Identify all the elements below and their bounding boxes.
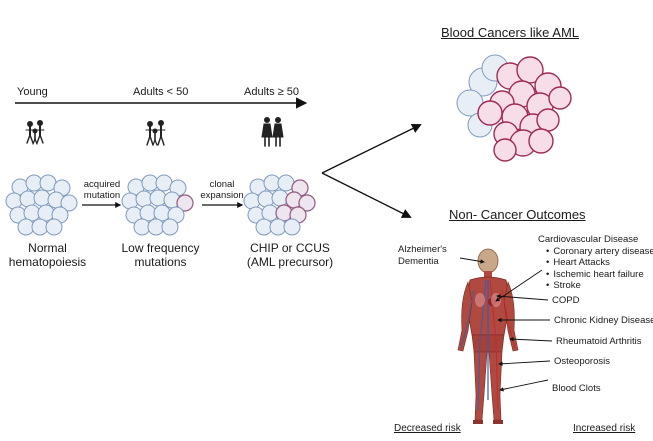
stage-label-line: CHIP or CCUS bbox=[250, 241, 330, 255]
stage-label-line: (AML precursor) bbox=[246, 255, 334, 269]
mutant-cell bbox=[477, 100, 503, 126]
timeline-label-adults-50-plus: Adults ≥ 50 bbox=[244, 86, 299, 98]
timeline-label-young: Young bbox=[17, 86, 48, 98]
mutant-cell bbox=[493, 138, 517, 162]
outcome-blood-clots: Blood Clots bbox=[552, 383, 601, 394]
couple-icon-adults-50-plus bbox=[261, 117, 284, 147]
outcome-cardiovascular: Cardiovascular Disease Coronary artery d… bbox=[538, 234, 653, 292]
outcome-osteoporosis: Osteoporosis bbox=[554, 356, 610, 367]
aml-cell-cluster bbox=[456, 54, 572, 162]
blood-cancers-heading: Blood Cancers like AML bbox=[441, 25, 580, 40]
outcome-copd: COPD bbox=[552, 295, 580, 306]
decreased-risk-label: Decreased risk bbox=[394, 423, 461, 434]
cardio-item: Coronary artery disease bbox=[546, 246, 653, 258]
family-icon-adults-under-50 bbox=[145, 120, 166, 146]
cardio-item: Ischemic heart failure bbox=[546, 269, 653, 281]
normal-cell bbox=[33, 189, 51, 207]
normal-cell bbox=[161, 218, 179, 236]
transition-label-line: clonal bbox=[209, 179, 235, 190]
mutant-cell bbox=[298, 194, 316, 212]
stage-label-line: hematopoiesis bbox=[8, 255, 87, 269]
mutant-cell bbox=[528, 128, 554, 154]
transition-label-line: expansion bbox=[200, 190, 244, 201]
cardio-item: Heart Attacks bbox=[546, 257, 653, 269]
non-cancer-outcomes-heading: Non- Cancer Outcomes bbox=[449, 207, 586, 222]
outcome-line: Dementia bbox=[398, 255, 439, 267]
outcome-ckd: Chronic Kidney Disease bbox=[554, 315, 653, 326]
transition-label-clonal-expansion: clonal expansion bbox=[196, 179, 248, 201]
arrow-to-non-cancer-outcomes bbox=[321, 172, 412, 218]
cardio-title: Cardiovascular Disease bbox=[538, 234, 639, 245]
cardio-list: Coronary artery disease Heart Attacks Is… bbox=[538, 246, 653, 292]
normal-hematopoiesis-cells bbox=[5, 174, 78, 236]
increased-risk-label: Increased risk bbox=[573, 423, 636, 434]
outcome-rheumatoid-arthritis: Rheumatoid Arthritis bbox=[556, 336, 642, 347]
normal-cell bbox=[60, 194, 78, 212]
stage-label-line: Normal bbox=[28, 241, 67, 255]
outcome-alzheimers: Alzheimer's Dementia bbox=[398, 244, 447, 267]
timeline-label-adults-under-50: Adults < 50 bbox=[133, 86, 189, 98]
cardio-item: Stroke bbox=[546, 280, 653, 292]
normal-cell bbox=[283, 218, 301, 236]
normal-cell bbox=[5, 192, 23, 210]
transition-label-line: acquired bbox=[83, 179, 121, 190]
normal-cell bbox=[149, 189, 167, 207]
stage-label-line: mutations bbox=[134, 255, 187, 269]
mutant-cell bbox=[536, 108, 560, 132]
human-body-figure bbox=[457, 248, 519, 424]
normal-cell bbox=[45, 218, 63, 236]
stage-label-low-frequency: Low frequency mutations bbox=[113, 241, 208, 269]
stage-label-normal: Normal hematopoiesis bbox=[5, 241, 90, 269]
arrow-to-blood-cancers bbox=[321, 124, 422, 174]
transition-label-line: mutation bbox=[83, 190, 121, 201]
stage-label-line: Low frequency bbox=[121, 241, 200, 255]
transition-label-acquired-mutation: acquired mutation bbox=[78, 179, 126, 201]
outcome-line: Alzheimer's bbox=[398, 244, 447, 255]
stage-label-chip: CHIP or CCUS (AML precursor) bbox=[240, 241, 340, 269]
chip-ccus-cells bbox=[243, 174, 316, 236]
outcome-pointer-lines bbox=[459, 257, 553, 392]
mutant-cell bbox=[548, 86, 572, 110]
family-icon-young bbox=[25, 120, 45, 145]
mutant-cell bbox=[176, 194, 194, 212]
low-frequency-mutation-cells bbox=[121, 174, 194, 236]
